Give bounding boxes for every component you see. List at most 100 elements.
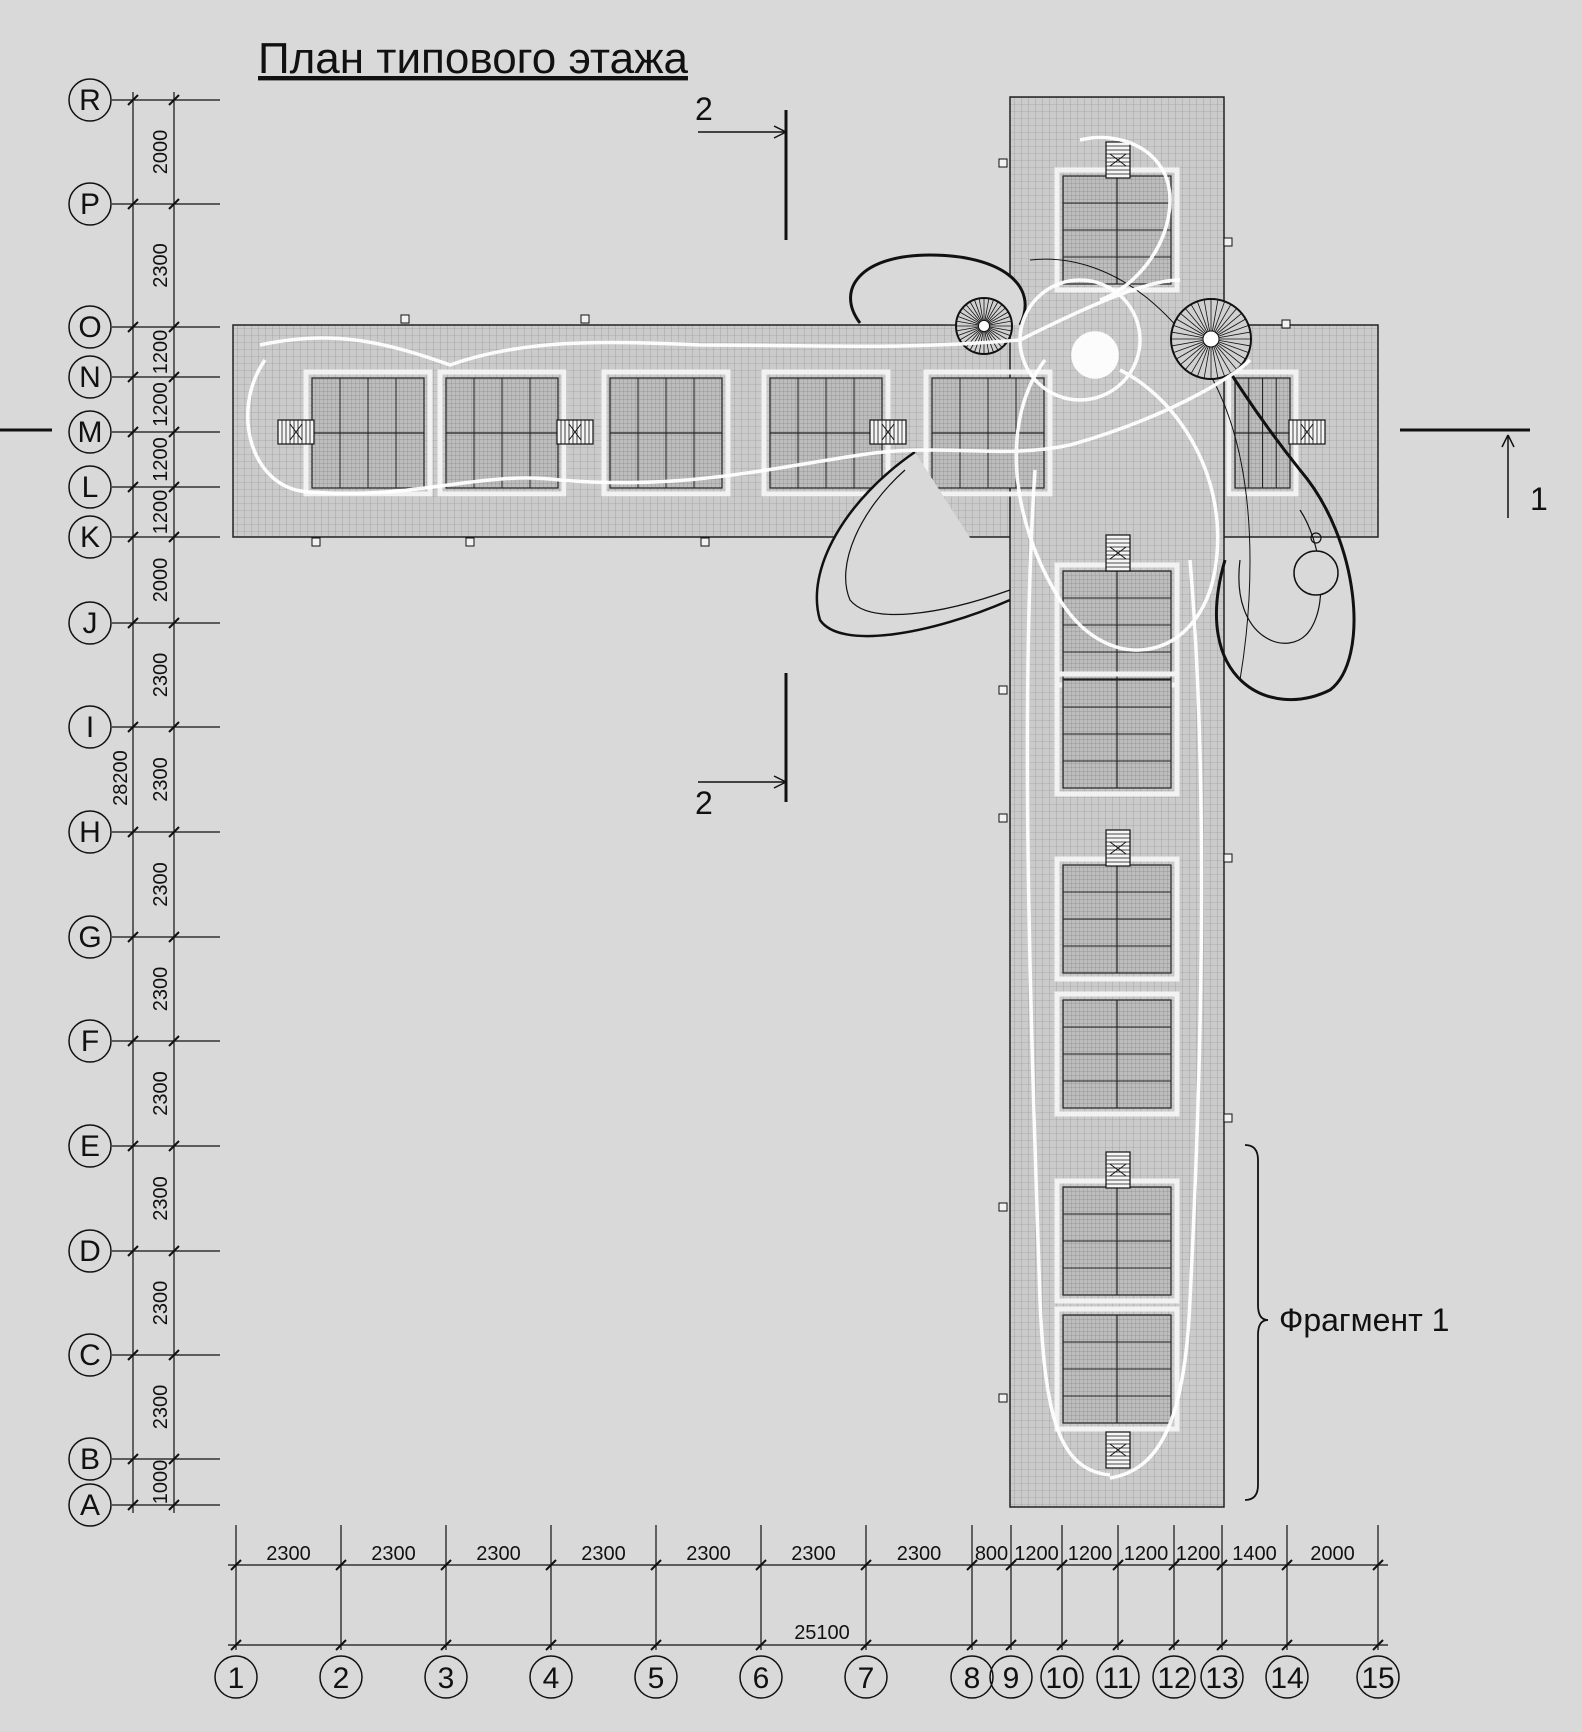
row-axis-bubble-N bbox=[68, 355, 112, 399]
row-axis-label: F bbox=[81, 1025, 99, 1058]
row-axis-bubble-B bbox=[68, 1437, 112, 1481]
column-marker bbox=[311, 537, 321, 547]
column-axis-bubble-4 bbox=[529, 1655, 573, 1699]
column-axis-bubble-7 bbox=[844, 1655, 888, 1699]
row-dimension: 2300 bbox=[150, 862, 172, 907]
row-dimension: 1200 bbox=[150, 437, 172, 482]
atrium-curve-left bbox=[815, 450, 1011, 638]
row-axis-label: E bbox=[80, 1130, 100, 1163]
row-axis-label: M bbox=[78, 416, 103, 449]
column-axis-bubble-9 bbox=[989, 1655, 1033, 1699]
column-marker bbox=[1223, 237, 1233, 247]
column-axis-bubble-2 bbox=[319, 1655, 363, 1699]
row-dimension: 2300 bbox=[150, 1176, 172, 1221]
row-axis-bubble-L bbox=[68, 465, 112, 509]
row-total-dimension: 28200 bbox=[110, 750, 132, 806]
column-marker bbox=[1281, 319, 1291, 329]
row-dimension: 1200 bbox=[150, 490, 172, 535]
section-marks bbox=[0, 110, 1530, 1501]
row-dimension: 2300 bbox=[150, 1385, 172, 1430]
thin-arc bbox=[1029, 258, 1251, 681]
row-axis-label: I bbox=[86, 711, 94, 744]
stair-core bbox=[1105, 141, 1131, 179]
stair-core bbox=[1105, 1431, 1131, 1469]
column-axis-label: 13 bbox=[1205, 1662, 1238, 1695]
row-axis-bubble-F bbox=[68, 1019, 112, 1063]
row-dimension: 2300 bbox=[150, 1281, 172, 1326]
circulation-paths bbox=[246, 135, 1252, 1480]
column-dimension: 2300 bbox=[476, 1543, 521, 1565]
row-axis-label: H bbox=[79, 816, 101, 849]
column-marker bbox=[998, 813, 1008, 823]
row-axis-bubble-K bbox=[68, 515, 112, 559]
row-axis-label: G bbox=[78, 921, 101, 954]
row-axis-bubble-A bbox=[68, 1483, 112, 1527]
path-loop-horizontal bbox=[246, 358, 1252, 496]
fragment-label: Фрагмент 1 bbox=[1279, 1302, 1449, 1338]
row-axis-bubble-I bbox=[68, 705, 112, 749]
row-dimension: 2300 bbox=[150, 243, 172, 288]
column-axis-label: 9 bbox=[1003, 1662, 1020, 1695]
section-1-label: 1 bbox=[1530, 481, 1548, 517]
apartment-blocks bbox=[277, 141, 1326, 1469]
column-dimension: 1200 bbox=[1176, 1543, 1221, 1565]
row-axis-label: J bbox=[83, 607, 98, 640]
column-dimension: 2300 bbox=[686, 1543, 731, 1565]
atrium-curve-right bbox=[1198, 319, 1356, 701]
row-dimension: 1200 bbox=[150, 330, 172, 375]
row-axis-label: C bbox=[79, 1339, 101, 1372]
column-axis-label: 11 bbox=[1102, 1662, 1133, 1695]
column-dimension: 2300 bbox=[266, 1543, 311, 1565]
row-axis-label: A bbox=[80, 1489, 100, 1522]
atrium-curve-left-inner bbox=[845, 469, 1011, 616]
column-dimension: 2300 bbox=[791, 1543, 836, 1565]
column-marker bbox=[580, 314, 590, 324]
path-loop-top bbox=[259, 278, 1181, 367]
row-axis-bubble-M bbox=[68, 410, 112, 454]
column-dimension: 2300 bbox=[897, 1543, 942, 1565]
column-marker bbox=[700, 537, 710, 547]
spiral-stair-left bbox=[955, 297, 1013, 355]
row-dimension: 2000 bbox=[150, 130, 172, 175]
column-axis-label: 1 bbox=[228, 1662, 245, 1695]
row-axis-label: O bbox=[78, 311, 101, 344]
column-dimension: 800 bbox=[975, 1543, 1008, 1565]
column-axis-bubble-8 bbox=[950, 1655, 994, 1699]
column-axis-bubble-1 bbox=[214, 1655, 258, 1699]
plan-title: План типового этажа bbox=[258, 34, 688, 83]
column-dimension: 2000 bbox=[1310, 1543, 1355, 1565]
stair-core bbox=[869, 419, 907, 445]
row-axis-label: R bbox=[79, 84, 101, 117]
row-dimension: 2300 bbox=[150, 653, 172, 698]
row-axis-bubble-E bbox=[68, 1124, 112, 1168]
dimensions: 2000 2300 1200 1200 1200 1200 2000 2300 2300 2300… bbox=[110, 130, 1355, 1644]
stair-core bbox=[1288, 419, 1326, 445]
atrium-curve-right-inner bbox=[1238, 509, 1322, 644]
row-axis-bubble-R bbox=[68, 78, 112, 122]
column-marker bbox=[998, 685, 1008, 695]
stair-core bbox=[1105, 1151, 1131, 1189]
column-dimension: 1400 bbox=[1232, 1543, 1277, 1565]
column-axis-bubble-6 bbox=[739, 1655, 783, 1699]
column-axis-bubble-5 bbox=[634, 1655, 678, 1699]
stair-core bbox=[1105, 534, 1131, 572]
column-axis-label: 2 bbox=[333, 1662, 350, 1695]
stair-core bbox=[556, 419, 594, 445]
row-dimension: 2300 bbox=[150, 967, 172, 1012]
row-dimension: 1200 bbox=[150, 382, 172, 427]
small-node bbox=[1310, 532, 1322, 544]
row-axis-label: D bbox=[79, 1235, 101, 1268]
path-top-loop bbox=[1079, 135, 1172, 302]
column-marker bbox=[1223, 853, 1233, 863]
path-vertical-right bbox=[1109, 559, 1204, 1480]
column-marker bbox=[465, 537, 475, 547]
column-dimension: 1200 bbox=[1068, 1543, 1113, 1565]
row-dimension: 1000 bbox=[150, 1460, 172, 1505]
column-total-dimension: 25100 bbox=[794, 1622, 850, 1644]
row-axis-label: B bbox=[80, 1443, 100, 1476]
spiral-stair-right bbox=[1170, 298, 1252, 380]
column-marker bbox=[998, 1202, 1008, 1212]
stair-core bbox=[1105, 829, 1131, 867]
column-axis-bubble-13 bbox=[1200, 1655, 1244, 1699]
